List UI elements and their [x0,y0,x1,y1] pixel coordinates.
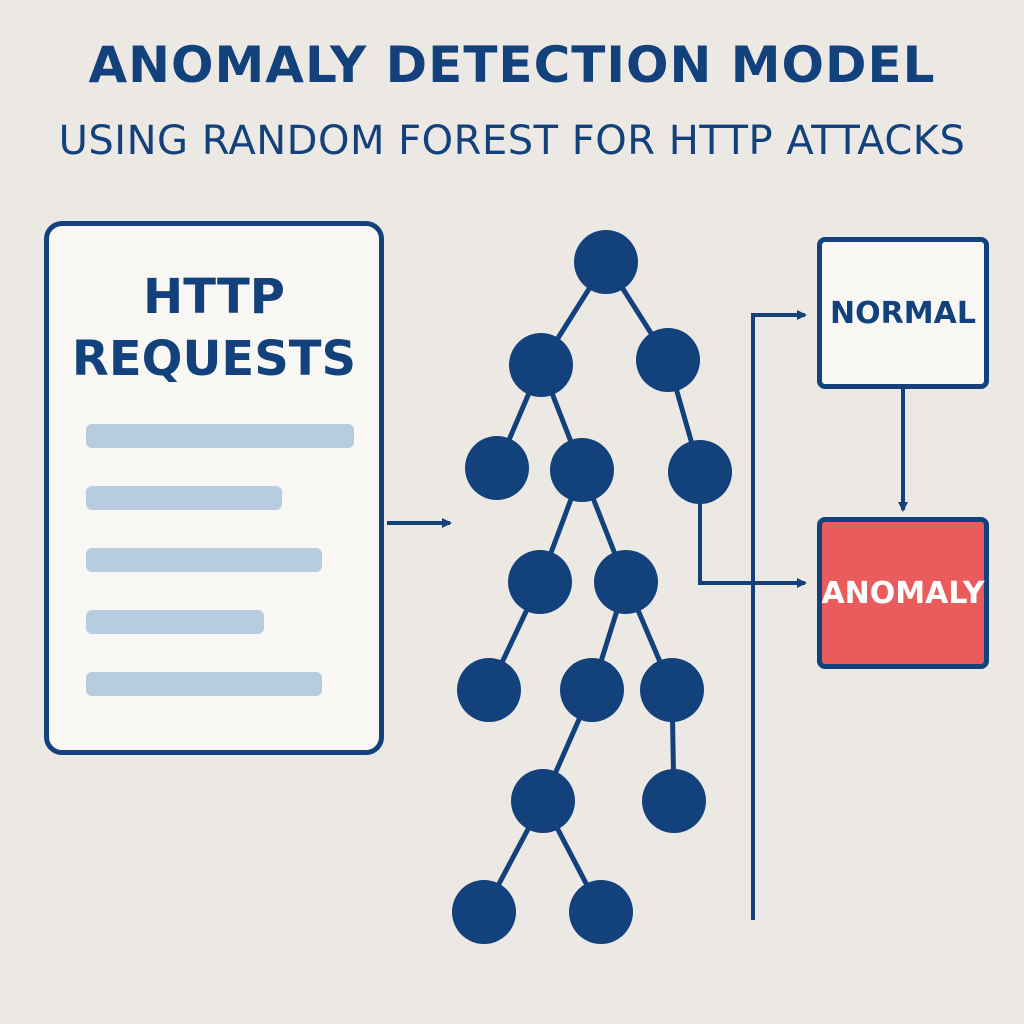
tree-node [640,658,704,722]
request-line [86,548,322,572]
normal-output-box: NORMAL [817,237,989,389]
request-line [86,610,264,634]
tree-node [508,550,572,614]
http-requests-title: HTTP REQUESTS [49,266,379,390]
vertical-to-normal-arrow [751,310,807,920]
diagram-subtitle: USING RANDOM FOREST FOR HTTP ATTACKS [58,118,966,164]
request-line [86,486,282,510]
tree-nodes [452,230,732,944]
output-connectors [698,310,908,920]
anomaly-output-box: ANOMALY [817,517,989,669]
tree-node [594,550,658,614]
request-line [86,672,322,696]
tree-node [452,880,516,944]
anomaly-label: ANOMALY [821,575,985,611]
http-requests-title-line2: REQUESTS [71,331,357,387]
tree-node [465,436,529,500]
tree-to-anomaly-arrow [698,472,807,588]
tree-node [569,880,633,944]
diagram-title: ANOMALY DETECTION MODEL [88,36,936,94]
tree-root-node [574,230,638,294]
tree-node [636,328,700,392]
http-requests-panel: HTTP REQUESTS [44,221,384,755]
tree-node [550,438,614,502]
tree-node [511,769,575,833]
tree-node [642,769,706,833]
tree-node [560,658,624,722]
tree-node [457,658,521,722]
http-requests-title-line1: HTTP [143,269,285,325]
tree-node [509,333,573,397]
normal-label: NORMAL [830,295,976,331]
request-line [86,424,354,448]
